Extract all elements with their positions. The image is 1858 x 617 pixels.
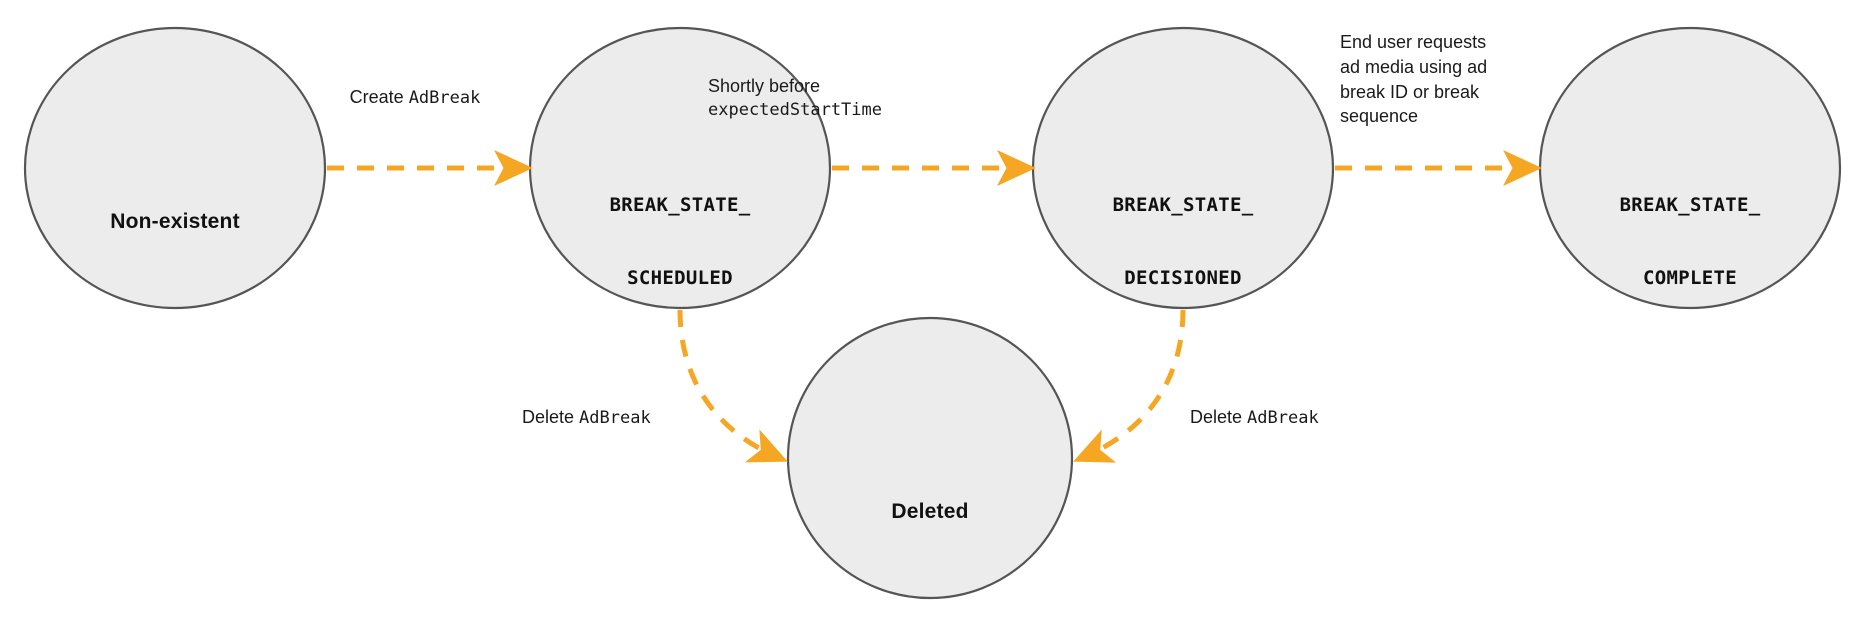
state-node-non-existent[interactable] xyxy=(23,26,327,310)
state-node-break-state-complete[interactable] xyxy=(1538,26,1842,310)
state-node-break-state-scheduled[interactable] xyxy=(528,26,832,310)
state-node-break-state-decisioned[interactable] xyxy=(1031,26,1335,310)
edge-delete-adbreak-from-decisioned xyxy=(1073,309,1186,463)
edge-delete-adbreak-from-scheduled xyxy=(677,309,788,463)
state-node-deleted[interactable] xyxy=(786,316,1074,600)
